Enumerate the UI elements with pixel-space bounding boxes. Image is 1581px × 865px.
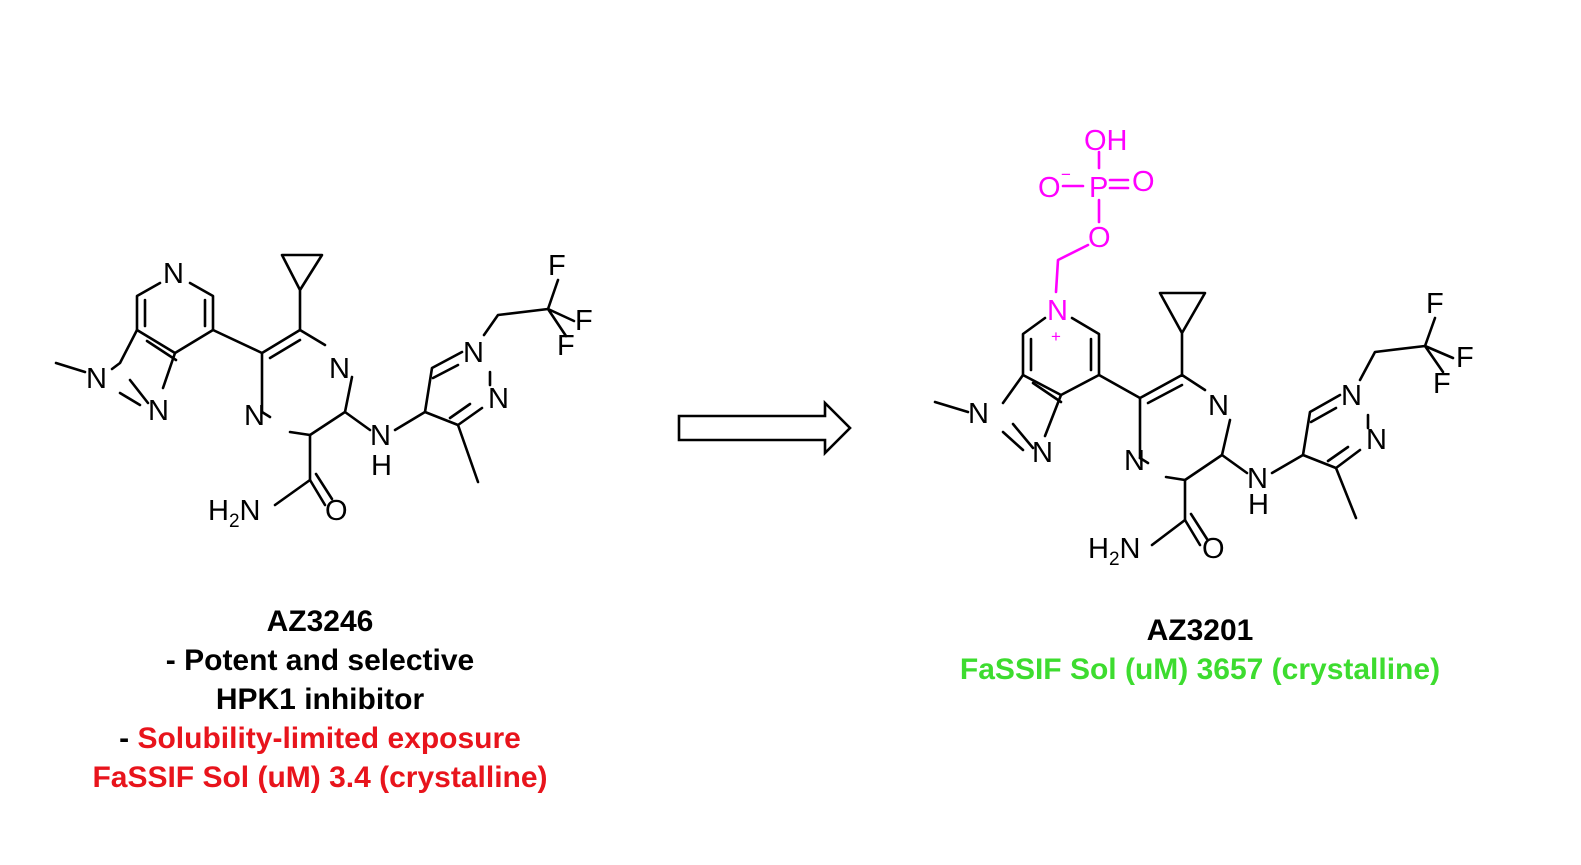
atom-n-plus: N [1047, 295, 1068, 327]
atom-f: F [1426, 288, 1444, 320]
atom-n: N [488, 383, 509, 415]
atom-n: N [1124, 445, 1145, 477]
atom-n: N [1366, 424, 1387, 456]
atom-n: N [968, 398, 989, 430]
atom-p: P [1089, 172, 1108, 204]
solubility-note: Solubility-limited exposure [137, 722, 521, 755]
compound-name: AZ3246 [266, 605, 374, 638]
atom-h: H [1248, 489, 1269, 521]
plus-charge: + [1051, 327, 1061, 346]
atom-n: N [1208, 390, 1229, 422]
atom-h2n: H2N [1088, 533, 1140, 570]
atom-oh: OH [1084, 125, 1128, 157]
atom-n: N [329, 353, 350, 385]
atom-o: O [1038, 172, 1061, 204]
caption-az3201: AZ3201 FaSSIF Sol (uM) 3657 (crystalline… [900, 611, 1500, 689]
atom-f: F [1433, 368, 1451, 400]
atom-f: F [575, 305, 593, 337]
atom-n: N [463, 337, 484, 369]
atom-n: N [86, 363, 107, 395]
atom-n: N [1341, 380, 1362, 412]
solubility-value: FaSSIF Sol (uM) 3657 (crystalline) [959, 653, 1441, 686]
atom-h2n: H2N [208, 495, 260, 532]
caption-az3246: AZ3246 - Potent and selective HPK1 inhib… [40, 602, 600, 797]
minus-charge: − [1061, 165, 1071, 184]
molecule-az3201: OH O − P O O N + N N N N N H N N F F F O… [933, 125, 1474, 570]
atom-o: O [325, 495, 348, 527]
solubility-value: FaSSIF Sol (uM) 3.4 (crystalline) [92, 761, 548, 794]
atom-n: N [370, 420, 391, 452]
caption-line: - Solubility-limited exposure [119, 722, 521, 755]
atom-o: O [1088, 222, 1111, 254]
atom-h: H [371, 450, 392, 482]
compound-name: AZ3201 [1146, 614, 1254, 647]
atom-f: F [1456, 342, 1474, 374]
atom-n: N [1247, 463, 1268, 495]
caption-line: - Potent and selective [165, 644, 475, 677]
atom-o: O [1202, 533, 1225, 565]
atom-o: O [1132, 166, 1155, 198]
atom-n: N [148, 395, 169, 427]
molecule-az3246: N N N N N N H N N F F F O H2N [54, 250, 593, 532]
atom-n: N [1032, 437, 1053, 469]
atom-n: N [244, 400, 265, 432]
atom-f: F [557, 330, 575, 362]
atom-f: F [548, 250, 566, 282]
atom-n: N [163, 258, 184, 290]
caption-line: HPK1 inhibitor [215, 683, 425, 716]
hollow-right-arrow-icon [677, 399, 852, 457]
